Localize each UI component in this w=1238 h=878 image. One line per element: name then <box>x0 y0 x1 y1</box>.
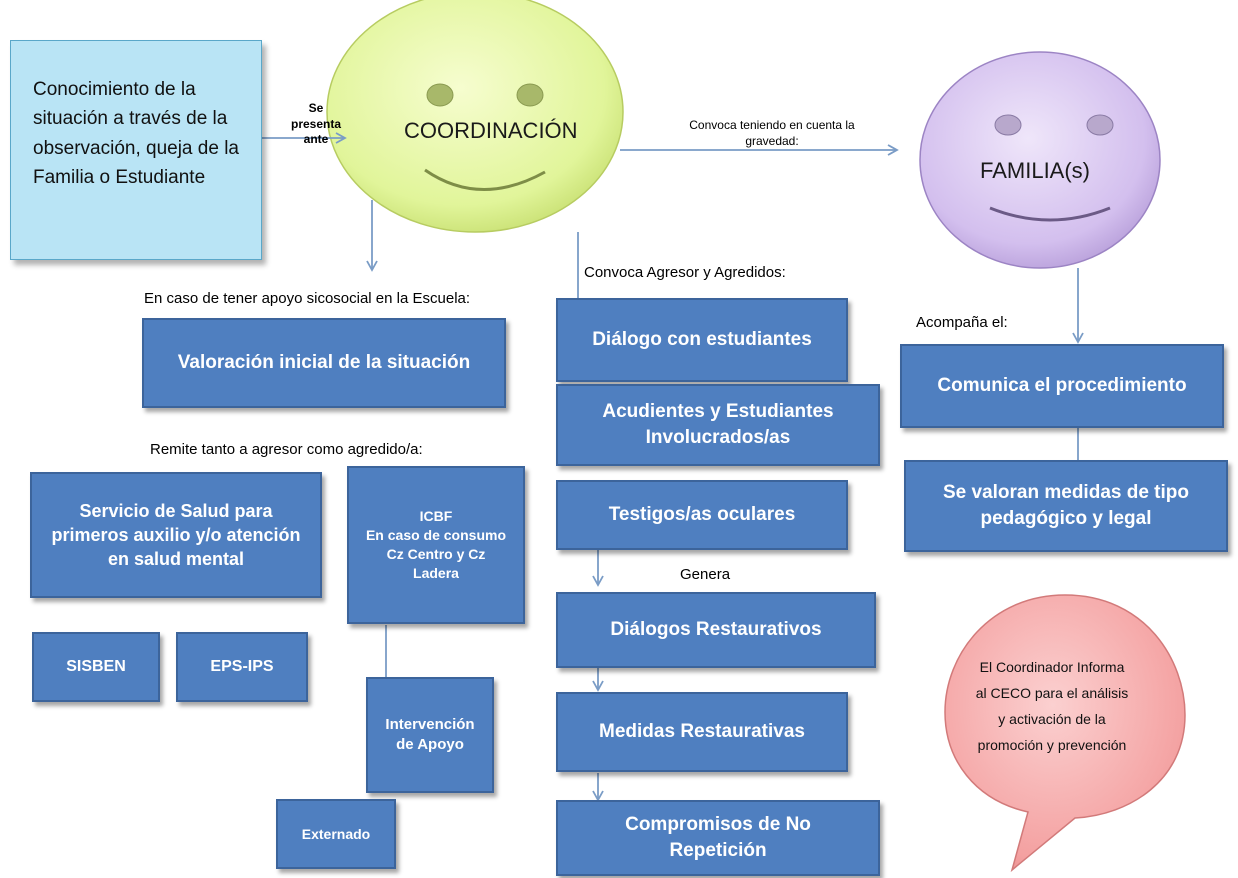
testigos-box: Testigos/as oculares <box>556 480 848 550</box>
dialogo-estudiantes-box: Diálogo con estudiantes <box>556 298 848 382</box>
left-eye-icon <box>426 83 454 107</box>
dialogos-restaurativos-box: Diálogos Restaurativos <box>556 592 876 668</box>
comunica-procedimiento-box: Comunica el procedimiento <box>900 344 1224 428</box>
convoca-gravedad-label: Convoca teniendo en cuenta la gravedad: <box>689 118 855 148</box>
right-eye-icon <box>1086 114 1114 136</box>
start-situation-box: Conocimiento de la situación a través de… <box>10 40 262 260</box>
servicio-salud-box: Servicio de Salud para primeros auxilio … <box>30 472 322 598</box>
remite-label: Remite tanto a agresor como agredido/a: <box>150 441 423 458</box>
eps-ips-box: EPS-IPS <box>176 632 308 702</box>
left-eye-icon <box>994 114 1022 136</box>
ceco-speech-bubble <box>944 594 1186 873</box>
smile-icon <box>989 206 1111 222</box>
acompana-label: Acompaña el: <box>916 314 1008 331</box>
smile-icon <box>424 168 546 191</box>
se-presenta-label: Se presenta ante <box>290 101 342 147</box>
icbf-box: ICBF En caso de consumo Cz Centro y Cz L… <box>347 466 525 624</box>
familia-face <box>919 51 1161 269</box>
genera-label: Genera <box>680 566 731 583</box>
medidas-restaurativas-box: Medidas Restaurativas <box>556 692 848 772</box>
connectors <box>262 132 1084 802</box>
externado-box: Externado <box>276 799 396 869</box>
sisben-box: SISBEN <box>32 632 160 702</box>
familia-title: FAMILIA(s) <box>980 158 1091 183</box>
right-eye-icon <box>516 83 544 107</box>
compromisos-box: Compromisos de No Repetición <box>556 800 880 876</box>
coordinacion-title: COORDINACIÓN <box>404 118 578 143</box>
convoca-agresor-label: Convoca Agresor y Agredidos: <box>584 264 786 281</box>
valoran-medidas-box: Se valoran medidas de tipo pedagógico y … <box>904 460 1228 552</box>
ceco-text: El Coordinador Informa al CECO para el a… <box>975 659 1129 753</box>
intervencion-apoyo-box: Intervención de Apoyo <box>366 677 494 793</box>
coordinacion-face <box>326 0 624 233</box>
valoracion-inicial-box: Valoración inicial de la situación <box>142 318 506 408</box>
apoyo-sicosocial-label: En caso de tener apoyo sicosocial en la … <box>144 290 471 307</box>
acudientes-box: Acudientes y Estudiantes Involucrados/as <box>556 384 880 466</box>
